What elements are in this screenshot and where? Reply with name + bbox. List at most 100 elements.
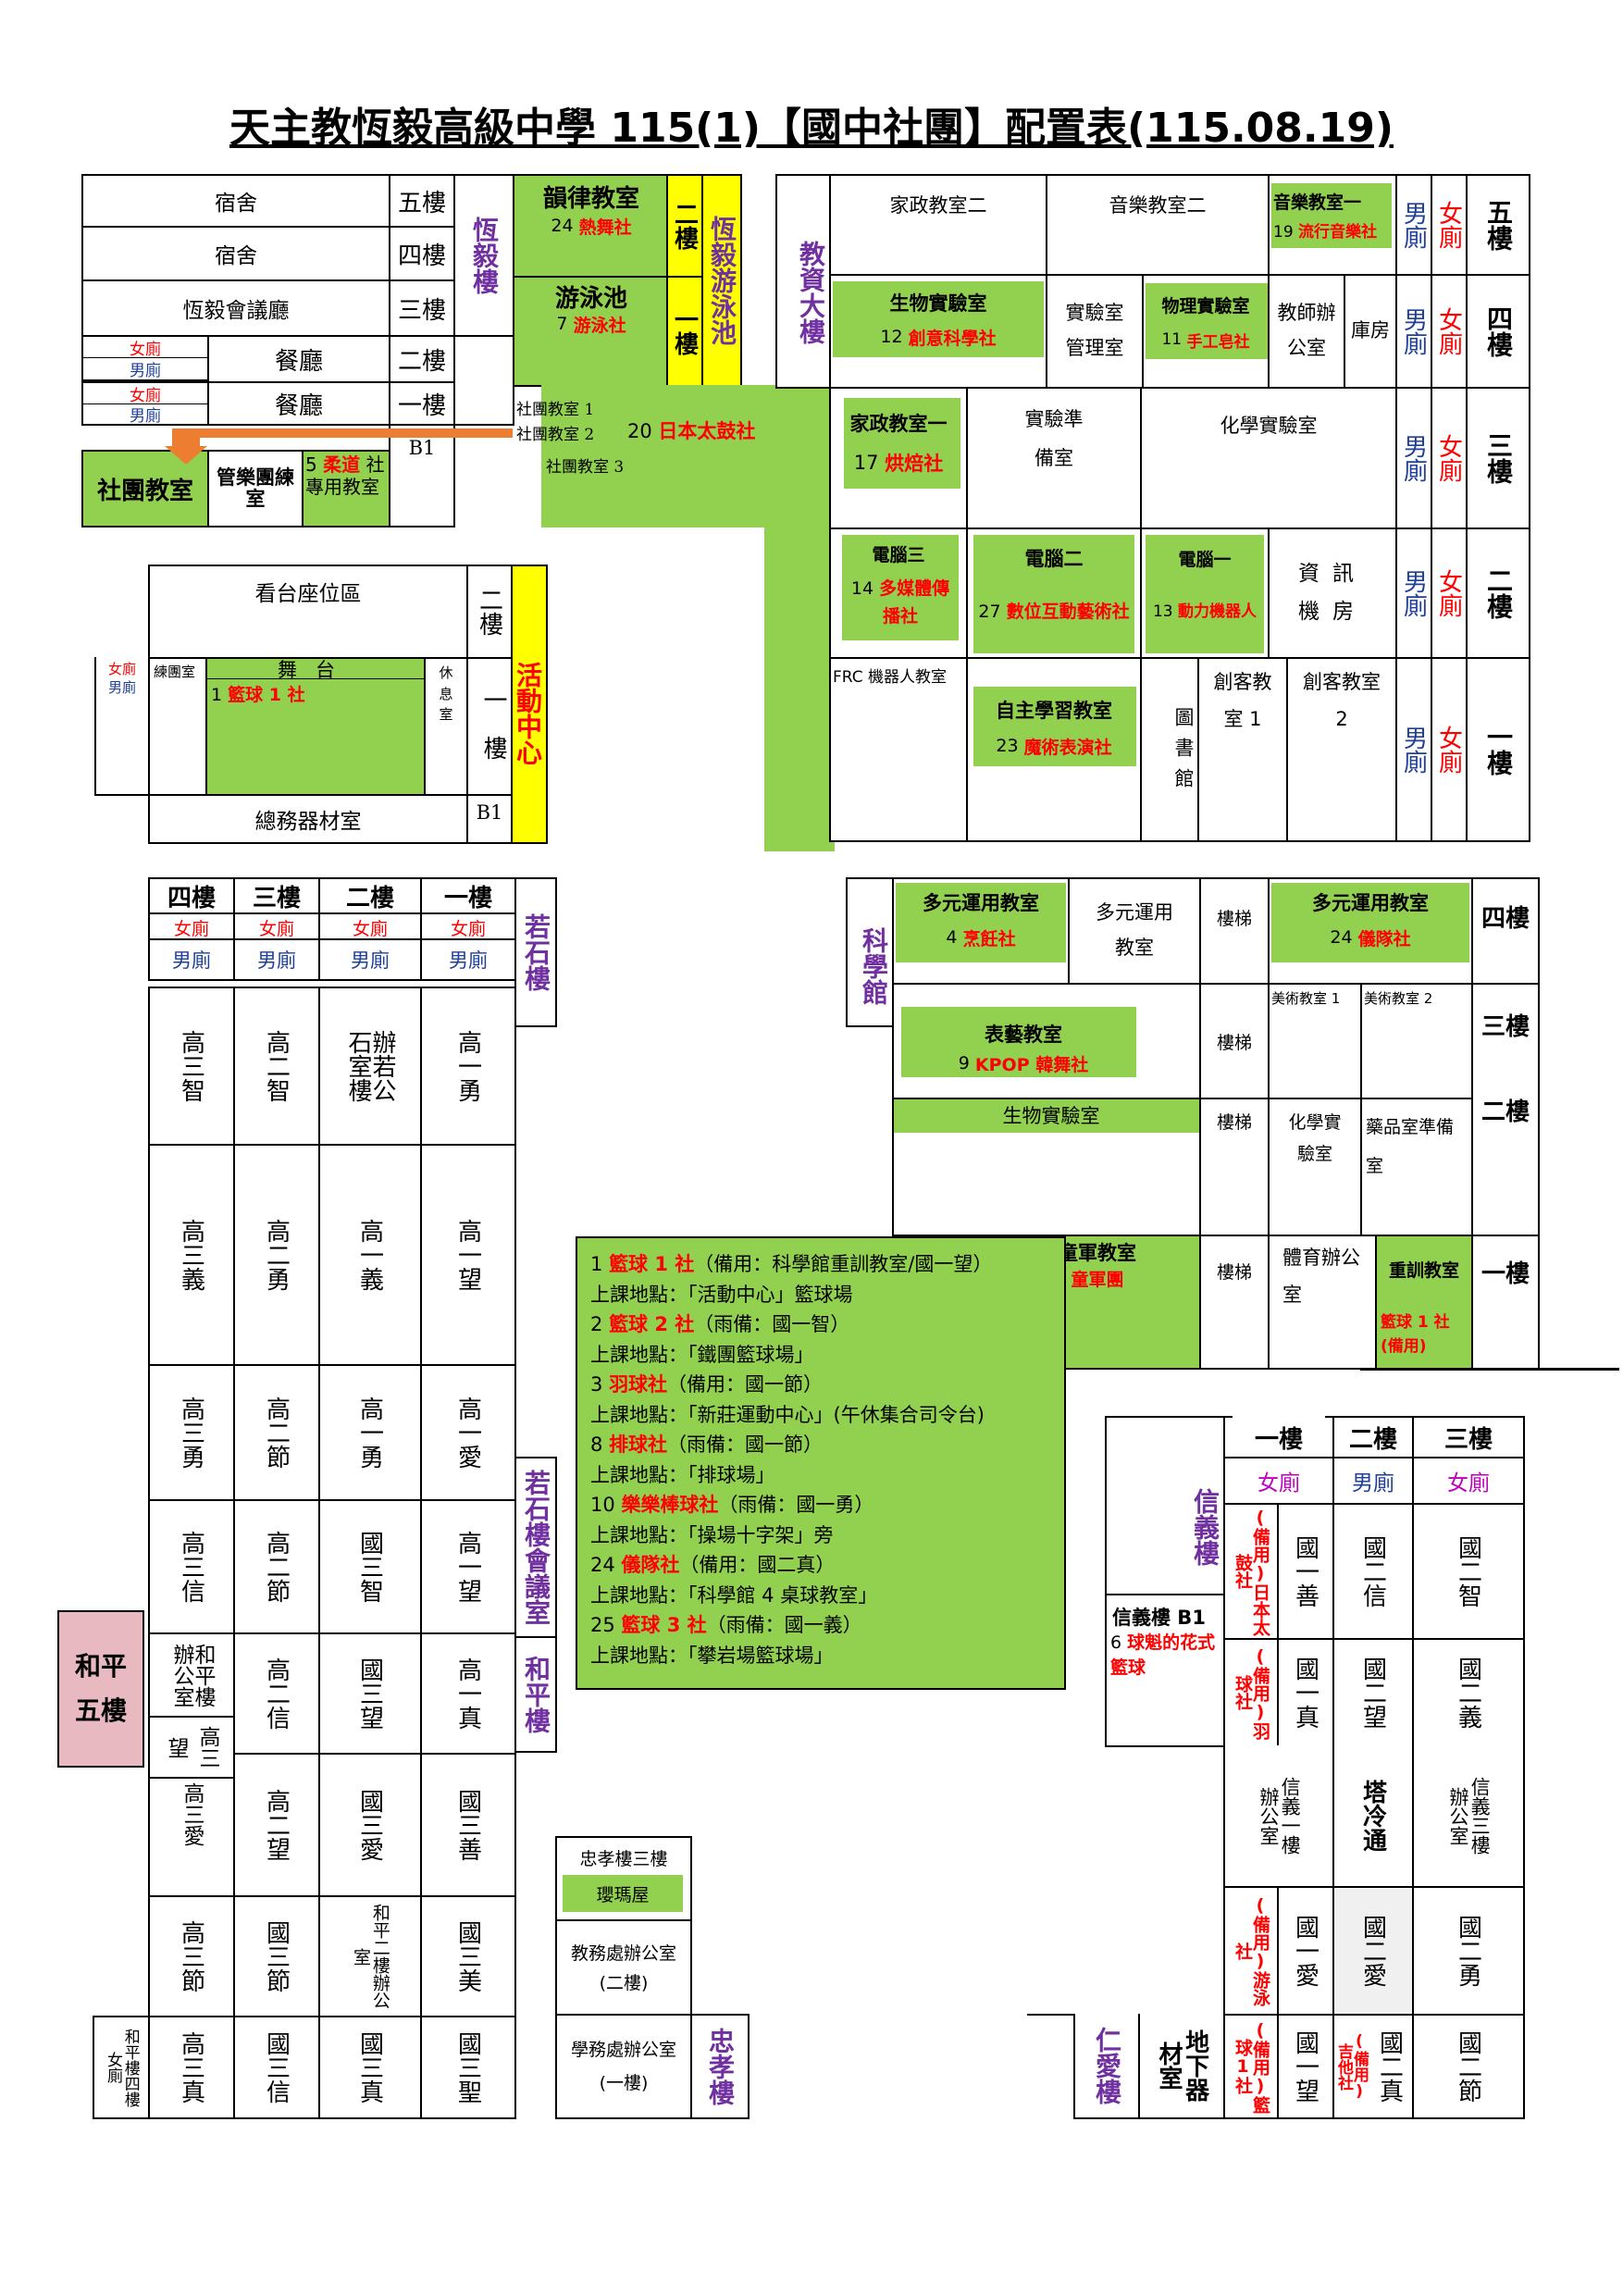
- scout-room-name: 童軍教室: [1059, 1242, 1136, 1264]
- note-club: 籃球 3 社: [621, 1614, 707, 1636]
- xinyi-men-2: 男廁: [1332, 1457, 1414, 1505]
- classroom: 高一勇: [318, 1364, 422, 1501]
- note-text: （雨備：國一勇）: [718, 1494, 874, 1516]
- baking-number: 17: [853, 452, 879, 474]
- note-number: 3: [590, 1373, 603, 1396]
- dorm-1: 宿舍: [81, 174, 390, 228]
- magic-number: 23: [996, 736, 1019, 756]
- basement-equipment: 地下器材室: [1138, 2014, 1225, 2119]
- women-restroom-2f: 女廁: [1431, 527, 1468, 659]
- home-econ-2: 家政教室二: [829, 174, 1047, 276]
- women-label: 女廁: [107, 660, 136, 677]
- multi-room-3-club: 24 儀隊社: [1270, 925, 1471, 949]
- media-number: 14: [850, 577, 874, 599]
- edu-floor-5: 五樓: [1466, 174, 1530, 276]
- computer-2-name: 電腦二: [1024, 548, 1084, 570]
- heping-4f-text: 和平樓四樓女廁: [104, 2028, 140, 2107]
- judo-suffix: 社專用教室: [305, 453, 385, 498]
- computer-2-club: 27 數位互動藝術社: [977, 577, 1131, 646]
- classroom: 高三節: [148, 1895, 235, 2017]
- xinyi-note-5-text: (備用)籃球1社: [1233, 2019, 1270, 2114]
- academic-office: 教務處辦公室 (二樓): [555, 1919, 692, 2016]
- stage-club-name: 籃球 1 社: [228, 685, 305, 705]
- classroom: 高二望: [233, 1753, 320, 1897]
- note-number: 1: [590, 1253, 603, 1275]
- rhythm-room-name: 韻律教室: [542, 184, 639, 213]
- classroom: 高二節: [233, 1499, 320, 1634]
- music-club: 流行音樂社: [1298, 223, 1378, 242]
- men-restroom-5f: 男廁: [1395, 174, 1432, 276]
- men-label: 男廁: [107, 678, 136, 696]
- heping-2f-office: 和平二樓辦公室: [318, 1895, 422, 2017]
- computer-1-fill: [1146, 535, 1264, 653]
- club-room-3: 社團教室 3: [546, 458, 625, 477]
- note-line-2: 上課地點：「活動中心」籃球場: [590, 1283, 853, 1306]
- classroom: 高一望: [420, 1144, 516, 1366]
- bio-lab-2: 生物實驗室: [892, 1098, 1201, 1236]
- activity-center-label: 活動中心: [511, 565, 548, 844]
- science-side-4: [1471, 953, 1540, 985]
- xinyi-note-4-text: (備用)游泳社: [1233, 1895, 1270, 2006]
- women-restroom-5f: 女廁: [1431, 174, 1468, 276]
- notes-box: 1 籃球 1 社（備用：科學館重訓教室/國一望） 上課地點：「活動中心」籃球場 …: [576, 1236, 1066, 1690]
- note-club: 籃球 1 社: [609, 1253, 695, 1275]
- classroom: 國三美: [420, 1895, 516, 2017]
- honor-guard-club: 儀隊社: [1357, 928, 1411, 949]
- classroom: 高二智: [233, 987, 320, 1146]
- physics-lab-name: 物理實驗室: [1161, 295, 1250, 316]
- zhongxiao-3f: 忠孝樓三樓 瓔瑪屋: [555, 1836, 692, 1921]
- classroom-gap: [148, 1849, 235, 1897]
- computer-3-fill: [842, 535, 959, 640]
- men-label: 男廁: [83, 357, 207, 380]
- student-affairs-name: 學務處辦公室: [570, 2039, 676, 2060]
- science-side-2: [1471, 1155, 1540, 1236]
- digital-club: 數位互動藝術社: [1006, 601, 1130, 622]
- classroom: 高三義: [148, 1144, 235, 1366]
- note-text: （雨備：國一節）: [667, 1433, 824, 1456]
- maker-room-1: 創客教室 1: [1197, 657, 1288, 842]
- multi-room-1-club: 4 烹飪社: [894, 925, 1068, 949]
- bio-lab-name: 生物實驗室: [889, 292, 987, 315]
- xinyi-note-1: (備用)日本太鼓社: [1223, 1503, 1279, 1640]
- classroom: 國二義: [1412, 1638, 1525, 1747]
- student-affairs-floor: (一樓): [599, 2072, 649, 2093]
- physics-club: 手工皂社: [1186, 332, 1250, 352]
- note-text: （備用：國一節）: [667, 1373, 824, 1396]
- info-server-room: 資訊機房: [1268, 527, 1397, 659]
- bio-number: 12: [880, 327, 903, 347]
- rest-room: 休息室: [424, 657, 468, 796]
- multi-room-1-fill: [896, 883, 1066, 962]
- heping-5f: 和平五樓: [57, 1610, 144, 1768]
- heping-2f-office-text: 和平二樓辦公室: [351, 1904, 390, 2009]
- classroom: 高三智: [148, 987, 235, 1146]
- activity-floor-2: 二樓: [466, 565, 513, 659]
- note-number: 24: [590, 1554, 615, 1576]
- computer-3: 電腦三 14 多媒體傳播社: [829, 527, 968, 659]
- arrow-down: [172, 428, 200, 447]
- xinyi-note-5: (備用)籃球1社: [1223, 2014, 1279, 2119]
- taiko-number: 20: [627, 420, 652, 442]
- computer-1-name: 電腦一: [1178, 549, 1232, 570]
- media-club: 多媒體傳播社: [879, 577, 950, 627]
- pool-building-label: 恆毅游泳池: [701, 174, 742, 387]
- xinyi-women-3: 女廁: [1412, 1457, 1525, 1505]
- tower-room: 塔冷通: [1332, 1745, 1414, 1888]
- home-econ-1-name: 家政教室一: [849, 413, 948, 435]
- women-restroom-4f: 女廁: [1431, 274, 1468, 389]
- classroom: 高三真: [148, 2016, 235, 2119]
- note-line-3: 2 籃球 2 社（雨備：國一智）: [590, 1309, 1064, 1340]
- women-label: 女廁: [130, 340, 161, 359]
- stairs-1f: 樓梯: [1199, 1235, 1270, 1370]
- computer-2: 電腦二 27 數位互動藝術社: [966, 527, 1142, 659]
- multi-room-3-fill: [1271, 883, 1469, 962]
- multi-room-3-name: 多元運用教室: [1312, 892, 1429, 914]
- men-restroom: 男廁: [233, 938, 320, 981]
- classroom-guitar: (備用)吉他社 國二真: [1332, 2014, 1414, 2119]
- ruoshi-floor-4: 四樓: [148, 877, 235, 914]
- zhongxiao-building-label: 忠孝樓: [690, 2014, 750, 2119]
- stage-number: 1: [211, 685, 223, 705]
- grandstand: 看台座位區: [148, 565, 468, 659]
- perf-arts-name: 表藝教室: [985, 1024, 1062, 1046]
- guitar-note-text: (備用)吉他社: [1334, 2032, 1369, 2101]
- classroom: 國三善: [420, 1753, 516, 1897]
